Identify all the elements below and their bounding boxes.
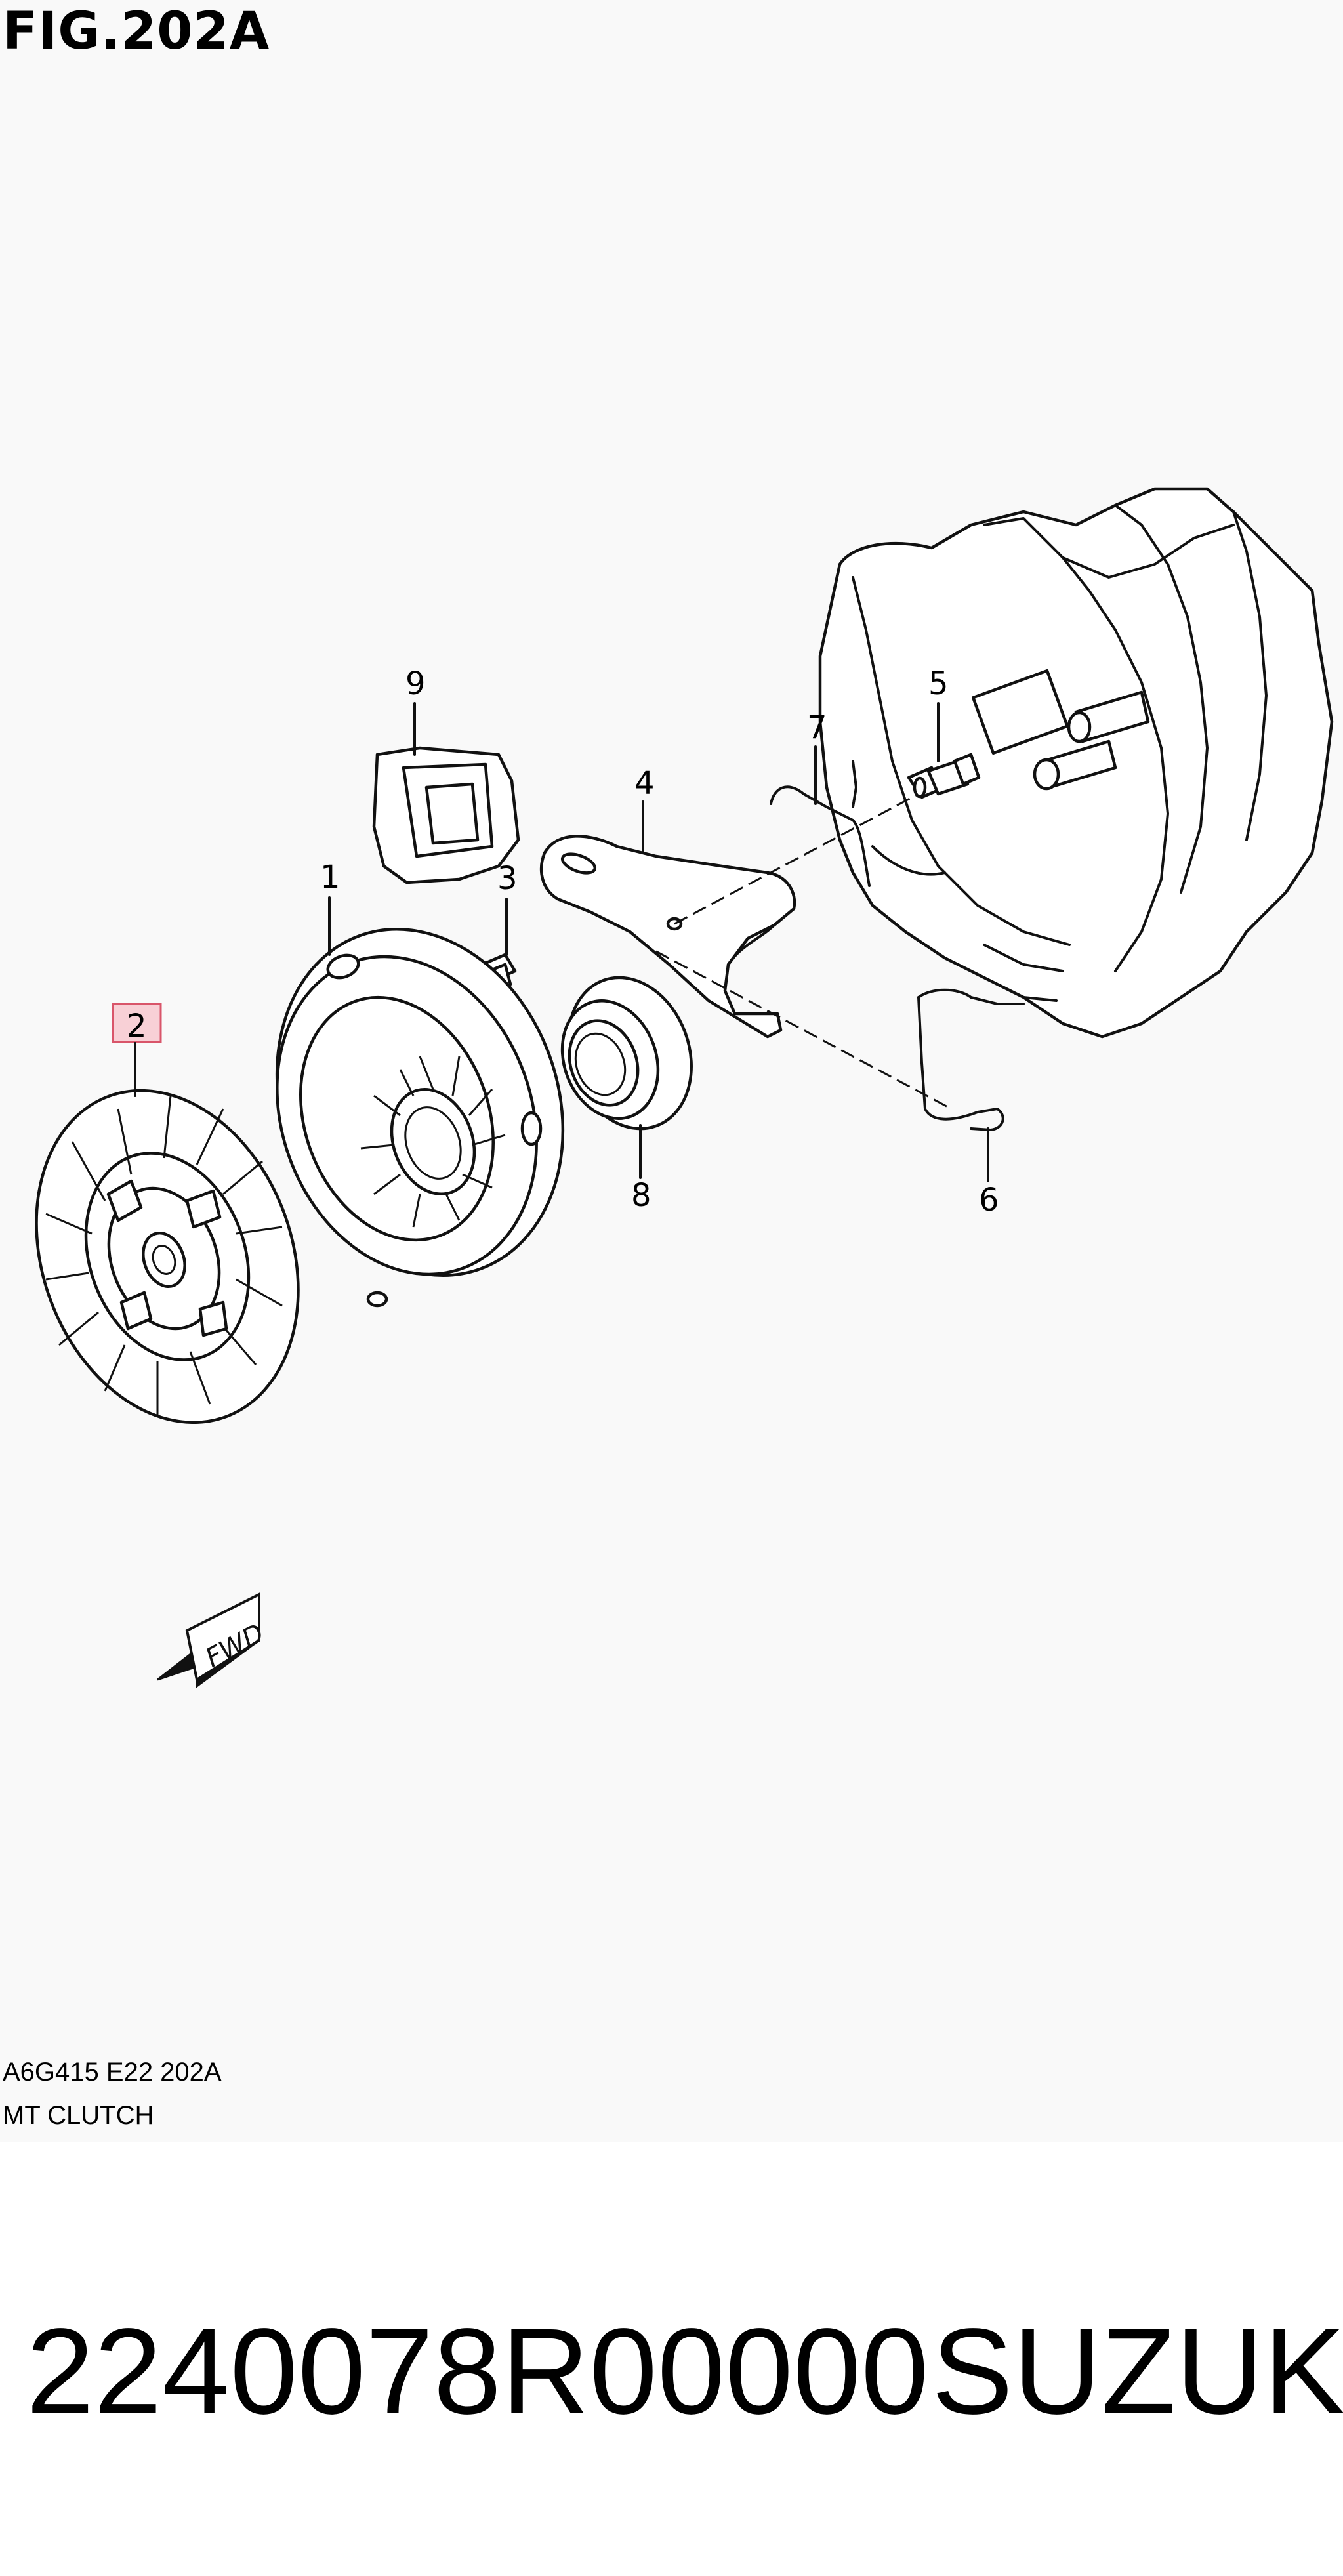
callout-6[interactable]: 6 bbox=[979, 1127, 999, 1218]
product-footer: 2240078R00000 SUZUKI bbox=[0, 2296, 1343, 2454]
bolt-part5 bbox=[907, 753, 981, 799]
callout-2[interactable]: 2 bbox=[112, 1003, 162, 1097]
transmission-housing bbox=[818, 487, 1334, 1039]
brand-name: SUZUKI bbox=[932, 2304, 1343, 2440]
callout-9[interactable]: 9 bbox=[405, 665, 426, 756]
part-number: 2240078R00000 bbox=[26, 2304, 929, 2440]
spring-clip-part6 bbox=[917, 988, 1025, 1131]
callout-8[interactable]: 8 bbox=[631, 1124, 651, 1214]
release-bearing-part8 bbox=[560, 976, 693, 1131]
callout-label: 5 bbox=[928, 665, 949, 702]
callout-5[interactable]: 5 bbox=[928, 665, 949, 762]
callout-label: 2 bbox=[127, 1008, 147, 1045]
fwd-direction-arrow: FWD bbox=[157, 1592, 269, 1688]
callout-label: 7 bbox=[807, 709, 827, 746]
callout-7[interactable]: 7 bbox=[807, 709, 827, 805]
callout-3[interactable]: 3 bbox=[497, 860, 518, 956]
clutch-disc-part2 bbox=[35, 1089, 300, 1424]
figure-caption-code: A6G415 E22 202A bbox=[3, 2058, 222, 2087]
release-bearing-sleeve-part9 bbox=[372, 746, 520, 884]
callout-label: 3 bbox=[497, 860, 518, 897]
callout-1[interactable]: 1 bbox=[320, 859, 341, 956]
callout-4[interactable]: 4 bbox=[634, 765, 655, 854]
assembly-guide-lines bbox=[655, 793, 952, 1110]
callout-label: 4 bbox=[634, 765, 655, 802]
callout-label: 6 bbox=[979, 1182, 999, 1218]
callout-highlight-box bbox=[112, 1003, 162, 1043]
callout-label: 8 bbox=[631, 1177, 651, 1214]
exploded-parts-diagram: FWD 1 2 3 4 5 6 7 8 9 bbox=[35, 487, 1334, 1688]
clutch-cover-part1 bbox=[275, 928, 565, 1308]
figure-caption-name: MT CLUTCH bbox=[3, 2101, 154, 2130]
spring-clip-part7 bbox=[770, 760, 871, 887]
callout-label: 1 bbox=[320, 859, 341, 896]
figure-title: FIG.202A bbox=[3, 2, 270, 61]
callout-label: 9 bbox=[405, 665, 426, 702]
